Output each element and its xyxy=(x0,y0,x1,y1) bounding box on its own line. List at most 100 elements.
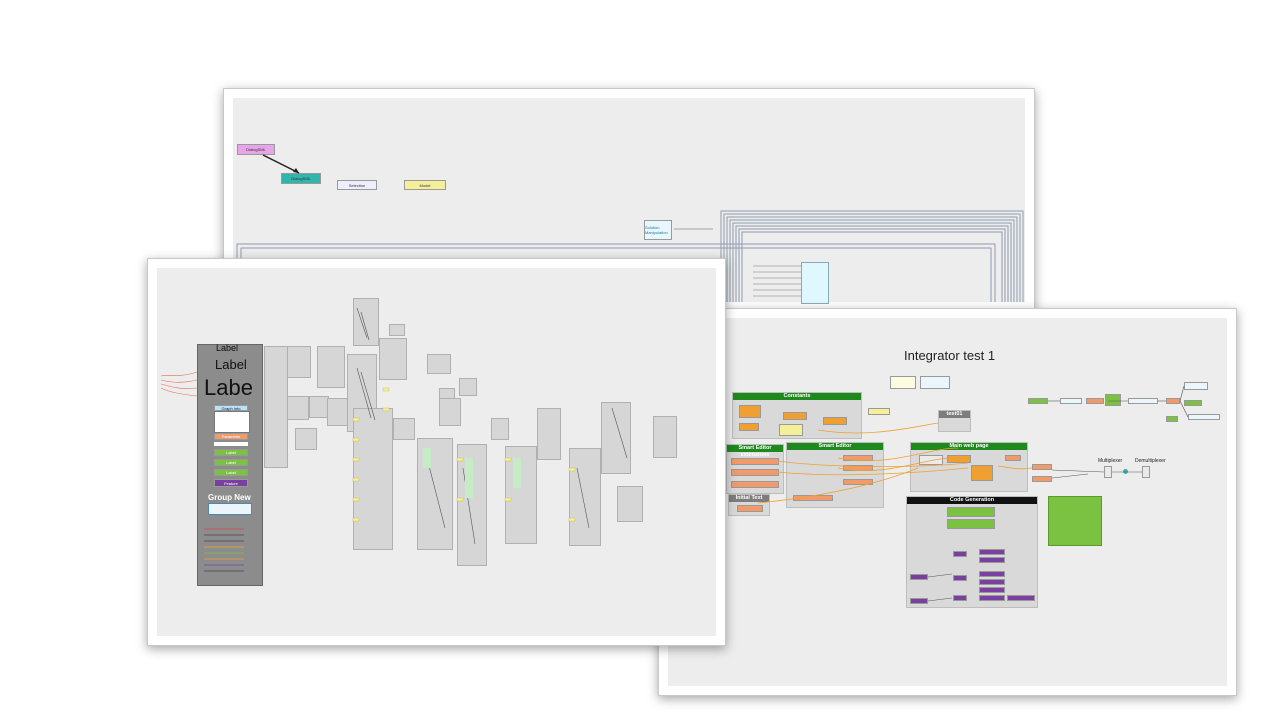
ext-node-1[interactable] xyxy=(731,458,779,465)
mini-graph-24[interactable] xyxy=(601,402,631,474)
mwp-node-3[interactable] xyxy=(971,465,993,481)
mini-graph-1[interactable] xyxy=(264,346,288,468)
mini-graph-8[interactable] xyxy=(353,298,379,346)
palette-label-green-3[interactable]: Label xyxy=(214,469,248,476)
demultiplexer-node[interactable] xyxy=(1142,466,1150,478)
model-node[interactable]: Model xyxy=(404,180,446,190)
multiplexer-node[interactable] xyxy=(1104,466,1112,478)
mini-graph-3[interactable] xyxy=(287,396,309,420)
palette-label-large[interactable]: Labe xyxy=(204,375,253,400)
right-canvas: Integrator test 1 Constants test01 Smart… xyxy=(668,318,1227,686)
left-canvas: Label Label Labe Graph Info Parameter La… xyxy=(157,268,716,636)
palette-group-title[interactable]: Group New xyxy=(208,493,251,502)
mini-graph-2[interactable] xyxy=(287,346,311,378)
palette-label-green-2[interactable]: Label xyxy=(214,459,248,466)
test-group[interactable]: test01 xyxy=(938,410,971,432)
constants-node-4[interactable] xyxy=(779,424,803,436)
main-web-page-group[interactable]: Main web page xyxy=(910,442,1028,492)
palette-graph-info[interactable]: Graph Info xyxy=(214,405,248,411)
mini-graph-16[interactable] xyxy=(459,378,477,396)
cg-purple-6[interactable] xyxy=(979,579,1005,585)
mini-graph-20[interactable] xyxy=(491,418,509,440)
mini-graph-5[interactable] xyxy=(295,428,317,450)
mini-graph-10[interactable] xyxy=(353,408,393,550)
palette-line-swatches xyxy=(204,528,244,572)
mwp-node-1[interactable] xyxy=(919,455,943,465)
ext-node-3[interactable] xyxy=(731,481,779,488)
ext-node-2[interactable] xyxy=(731,469,779,476)
tr-node-1[interactable] xyxy=(1028,398,1048,404)
selection-node[interactable]: Selection xyxy=(337,180,377,190)
smart-editor-ext-group[interactable]: Smart Editor extensions xyxy=(726,444,784,494)
yellow-output-node[interactable] xyxy=(868,408,890,415)
feature-label: Feature xyxy=(224,480,238,486)
legend-box-2 xyxy=(920,376,950,389)
cg-green-1[interactable] xyxy=(947,507,995,517)
constants-group[interactable]: Constants xyxy=(732,392,862,439)
palette-feature[interactable]: Feature xyxy=(214,479,248,487)
demultiplexer-label: Demultiplexer xyxy=(1135,458,1166,464)
constants-node-5[interactable] xyxy=(823,417,847,425)
mini-graph-14[interactable] xyxy=(427,354,451,374)
tr-node-6[interactable] xyxy=(1166,398,1180,404)
constants-node-3[interactable] xyxy=(783,412,807,420)
smart-editor-ext-header: Smart Editor extensions xyxy=(727,445,783,458)
mini-graph-21[interactable] xyxy=(505,446,537,544)
diagram-title: Integrator test 1 xyxy=(904,348,996,363)
cg-purple-9[interactable] xyxy=(979,595,1005,601)
code-generation-group[interactable]: Code Generation xyxy=(906,496,1038,608)
initial-text-group[interactable]: Initial Text xyxy=(728,494,770,516)
palette-label-medium[interactable]: Label xyxy=(215,357,247,372)
tr-node-4[interactable] xyxy=(1105,394,1121,406)
cg-purple-1[interactable] xyxy=(953,551,967,557)
tr-node-2[interactable] xyxy=(1060,398,1082,404)
mwp-node-4[interactable] xyxy=(1005,455,1021,461)
palette-parameter[interactable]: Parameter xyxy=(214,433,248,440)
mini-graph-25[interactable] xyxy=(617,486,643,522)
mini-graph-6[interactable] xyxy=(317,346,345,388)
output-node-2[interactable] xyxy=(1032,476,1052,482)
tr-node-9[interactable] xyxy=(1188,414,1220,420)
solution-node[interactable]: Solution Manipulation xyxy=(644,220,672,240)
mini-graph-23[interactable] xyxy=(569,448,601,546)
cg-purple-3[interactable] xyxy=(979,557,1005,563)
mini-graph-13[interactable] xyxy=(393,418,415,440)
light-blue-box xyxy=(801,262,829,304)
cg-purple-4[interactable] xyxy=(953,575,967,581)
tr-node-5[interactable] xyxy=(1128,398,1158,404)
mini-graph-11[interactable] xyxy=(379,338,407,380)
dialog-node-2[interactable]: DialogSML xyxy=(281,173,321,184)
tr-node-10[interactable] xyxy=(1166,416,1178,422)
mini-graph-26[interactable] xyxy=(653,416,677,458)
cg-purple-5[interactable] xyxy=(979,571,1005,577)
palette-label-small[interactable]: Label xyxy=(216,343,239,353)
palette-graph-info-body xyxy=(214,411,250,433)
mini-graph-12[interactable] xyxy=(389,324,405,336)
tr-node-7[interactable] xyxy=(1184,382,1208,390)
tr-node-3[interactable] xyxy=(1086,398,1104,404)
cg-input-2[interactable] xyxy=(910,598,928,604)
code-generation-header: Code Generation xyxy=(907,497,1037,504)
se-node-3[interactable] xyxy=(843,479,873,485)
palette-row-1 xyxy=(214,442,248,446)
left-connection-bundle xyxy=(160,371,198,397)
tr-node-8[interactable] xyxy=(1184,400,1202,406)
cg-input-1[interactable] xyxy=(910,574,928,580)
mini-graph-18[interactable] xyxy=(417,438,453,550)
cg-purple-7[interactable] xyxy=(979,587,1005,593)
output-node-1[interactable] xyxy=(1032,464,1052,470)
mini-graph-22[interactable] xyxy=(537,408,561,460)
palette-label-green-1[interactable]: Label xyxy=(214,449,248,456)
constants-node-2[interactable] xyxy=(739,423,759,431)
cg-purple-10[interactable] xyxy=(1007,595,1035,601)
constants-node-1[interactable] xyxy=(739,405,761,418)
mini-graph-17[interactable] xyxy=(439,398,461,426)
cg-purple-8[interactable] xyxy=(953,595,967,601)
mwp-node-2[interactable] xyxy=(947,455,971,463)
dialog-node-2-label: DialogSML xyxy=(291,176,311,181)
initial-text-node[interactable] xyxy=(737,505,763,512)
cg-green-2[interactable] xyxy=(947,519,995,529)
multiplexer-label: Multiplexer xyxy=(1098,458,1123,464)
cg-purple-2[interactable] xyxy=(979,549,1005,555)
dialog-node-1[interactable]: DialogSML xyxy=(237,144,275,155)
